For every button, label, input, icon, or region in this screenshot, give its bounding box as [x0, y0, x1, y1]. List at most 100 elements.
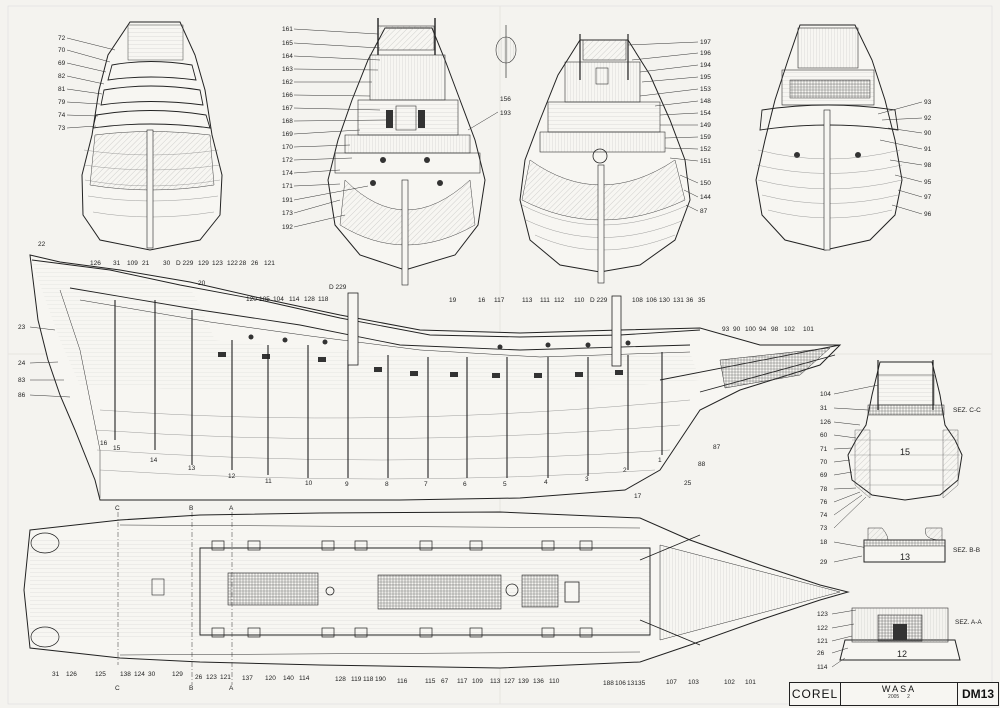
section-bb-center-label: 13	[900, 552, 910, 562]
svg-text:2: 2	[623, 467, 627, 474]
svg-text:22: 22	[38, 241, 46, 248]
svg-text:36: 36	[686, 297, 694, 304]
svg-text:150: 150	[700, 180, 711, 187]
svg-text:128: 128	[304, 296, 315, 303]
svg-text:197: 197	[700, 39, 711, 46]
svg-text:70: 70	[820, 459, 828, 466]
svg-text:105: 105	[259, 296, 270, 303]
svg-text:124: 124	[134, 671, 145, 678]
svg-text:73: 73	[58, 125, 66, 132]
svg-text:D 229: D 229	[329, 284, 347, 291]
svg-text:161: 161	[282, 26, 293, 33]
svg-text:159: 159	[700, 134, 711, 141]
svg-text:102: 102	[724, 679, 735, 686]
svg-text:69: 69	[820, 472, 828, 479]
svg-text:138: 138	[120, 671, 131, 678]
svg-text:129: 129	[172, 671, 183, 678]
svg-text:113: 113	[522, 297, 533, 304]
svg-text:60: 60	[820, 432, 828, 439]
svg-text:88: 88	[698, 461, 706, 468]
svg-text:79: 79	[58, 99, 66, 106]
svg-text:69: 69	[58, 60, 66, 67]
svg-text:29: 29	[820, 559, 828, 566]
svg-text:171: 171	[282, 183, 293, 190]
svg-text:8: 8	[385, 481, 389, 488]
svg-text:123: 123	[212, 260, 223, 267]
svg-text:6: 6	[463, 481, 467, 488]
svg-text:21: 21	[142, 260, 150, 267]
svg-text:144: 144	[700, 194, 711, 201]
svg-text:129: 129	[198, 260, 209, 267]
section-aa-title: SEZ. A-A	[955, 619, 982, 626]
svg-text:102: 102	[784, 326, 795, 333]
svg-text:174: 174	[282, 170, 293, 177]
svg-text:26: 26	[817, 650, 825, 657]
svg-text:D 229: D 229	[590, 297, 608, 304]
svg-text:110: 110	[549, 678, 560, 685]
section-cc-center-label: 15	[900, 447, 910, 457]
title-block-year: 2005	[888, 694, 900, 700]
svg-text:97: 97	[924, 194, 932, 201]
svg-text:101: 101	[803, 326, 814, 333]
svg-text:149: 149	[700, 122, 711, 129]
svg-text:20: 20	[198, 280, 206, 287]
svg-text:162: 162	[282, 79, 293, 86]
svg-text:35: 35	[698, 297, 706, 304]
svg-text:130: 130	[659, 297, 670, 304]
svg-text:24: 24	[18, 360, 26, 367]
svg-text:13: 13	[188, 465, 196, 472]
svg-text:1: 1	[658, 457, 662, 464]
svg-text:165: 165	[282, 40, 293, 47]
svg-text:17: 17	[634, 493, 642, 500]
svg-text:31: 31	[52, 671, 60, 678]
svg-text:117: 117	[494, 297, 505, 304]
svg-text:125: 125	[95, 671, 106, 678]
svg-text:127: 127	[504, 678, 515, 685]
svg-text:28: 28	[239, 260, 247, 267]
svg-text:196: 196	[700, 50, 711, 57]
svg-text:123: 123	[817, 611, 828, 618]
svg-text:31: 31	[113, 260, 121, 267]
svg-text:120: 120	[265, 675, 276, 682]
svg-text:26: 26	[251, 260, 259, 267]
svg-text:122: 122	[817, 625, 828, 632]
svg-text:101: 101	[745, 679, 756, 686]
svg-text:136: 136	[533, 678, 544, 685]
svg-text:126: 126	[820, 419, 831, 426]
svg-text:90: 90	[733, 326, 741, 333]
svg-text:113: 113	[490, 678, 501, 685]
svg-text:121: 121	[220, 674, 231, 681]
svg-text:96: 96	[924, 211, 932, 218]
svg-text:94: 94	[759, 326, 767, 333]
svg-text:163: 163	[282, 66, 293, 73]
svg-text:107: 107	[666, 679, 677, 686]
svg-text:26: 26	[195, 674, 203, 681]
drawing-code: DM13	[961, 687, 994, 701]
svg-text:121: 121	[264, 260, 275, 267]
svg-text:118: 118	[318, 296, 329, 303]
svg-text:148: 148	[700, 98, 711, 105]
svg-text:194: 194	[700, 62, 711, 69]
svg-text:93: 93	[722, 326, 730, 333]
svg-text:188: 188	[603, 680, 614, 687]
svg-text:123: 123	[206, 674, 217, 681]
title-block-center: WASA 2005 2	[841, 683, 958, 705]
section-bb: 13 SEZ. B-B	[863, 527, 980, 563]
svg-text:82: 82	[58, 73, 66, 80]
svg-text:78: 78	[820, 486, 828, 493]
svg-text:166: 166	[282, 92, 293, 99]
title-block-sheet-number: 2	[907, 694, 910, 700]
brand-logo: COREL	[790, 683, 841, 705]
svg-text:167: 167	[282, 105, 293, 112]
svg-text:91: 91	[924, 146, 932, 153]
svg-text:195: 195	[700, 74, 711, 81]
svg-text:100: 100	[745, 326, 756, 333]
svg-text:104: 104	[820, 391, 831, 398]
svg-text:87: 87	[713, 444, 721, 451]
title-block: COREL WASA 2005 2 DM13	[789, 682, 999, 706]
svg-text:83: 83	[18, 377, 26, 384]
